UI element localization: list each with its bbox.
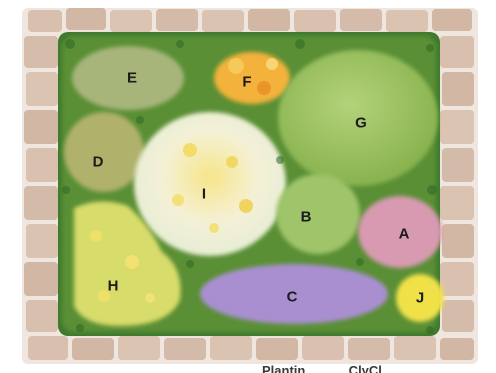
bed-f <box>214 52 290 104</box>
bed-c <box>200 264 388 324</box>
bed-a <box>358 196 442 268</box>
caption-text: Plantin ...ClyCl <box>262 364 382 373</box>
bed-d <box>64 112 144 192</box>
bed-j <box>396 274 444 322</box>
bed-g <box>278 50 438 186</box>
bed-i <box>134 112 286 256</box>
bed-b <box>276 174 360 254</box>
bed-e <box>72 46 184 110</box>
